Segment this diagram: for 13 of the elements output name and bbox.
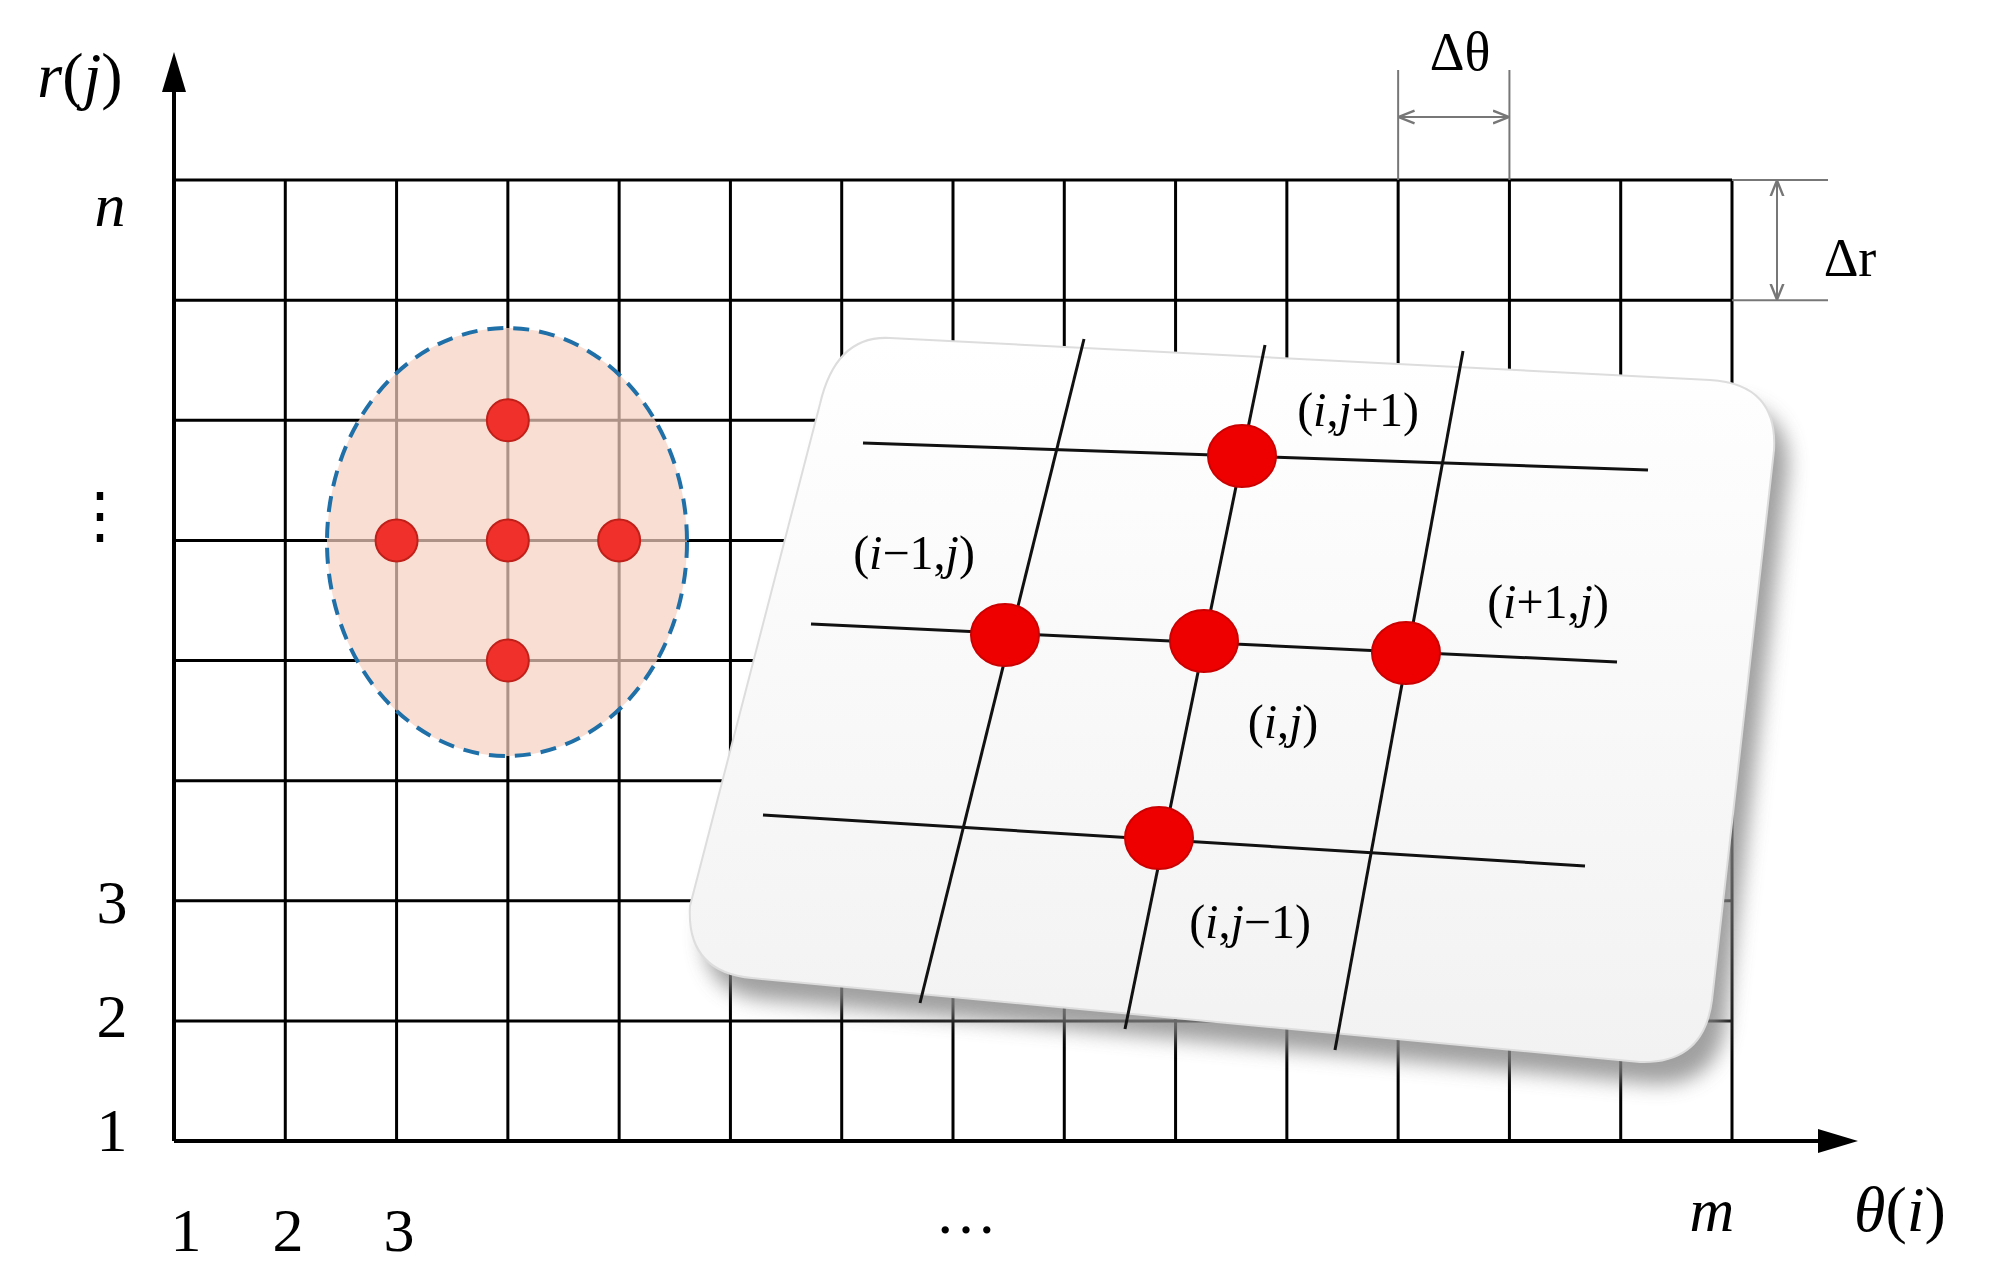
dimension-label: Δr [1823, 231, 1877, 285]
tick-label: ⋮ [69, 484, 131, 546]
tick-label: 3 [96, 871, 128, 933]
point-label: (i,j) [1247, 698, 1319, 746]
tick-label: 2 [96, 985, 128, 1047]
ellipsis: … [935, 1181, 997, 1243]
tick-label: m [1689, 1179, 1735, 1241]
tick-label: 3 [383, 1199, 415, 1261]
tick-label: 2 [272, 1199, 304, 1261]
tick-label: 1 [170, 1199, 202, 1261]
tick-label: n [94, 174, 126, 236]
dimension-label: Δθ [1429, 25, 1491, 79]
tick-label: 1 [96, 1099, 128, 1161]
